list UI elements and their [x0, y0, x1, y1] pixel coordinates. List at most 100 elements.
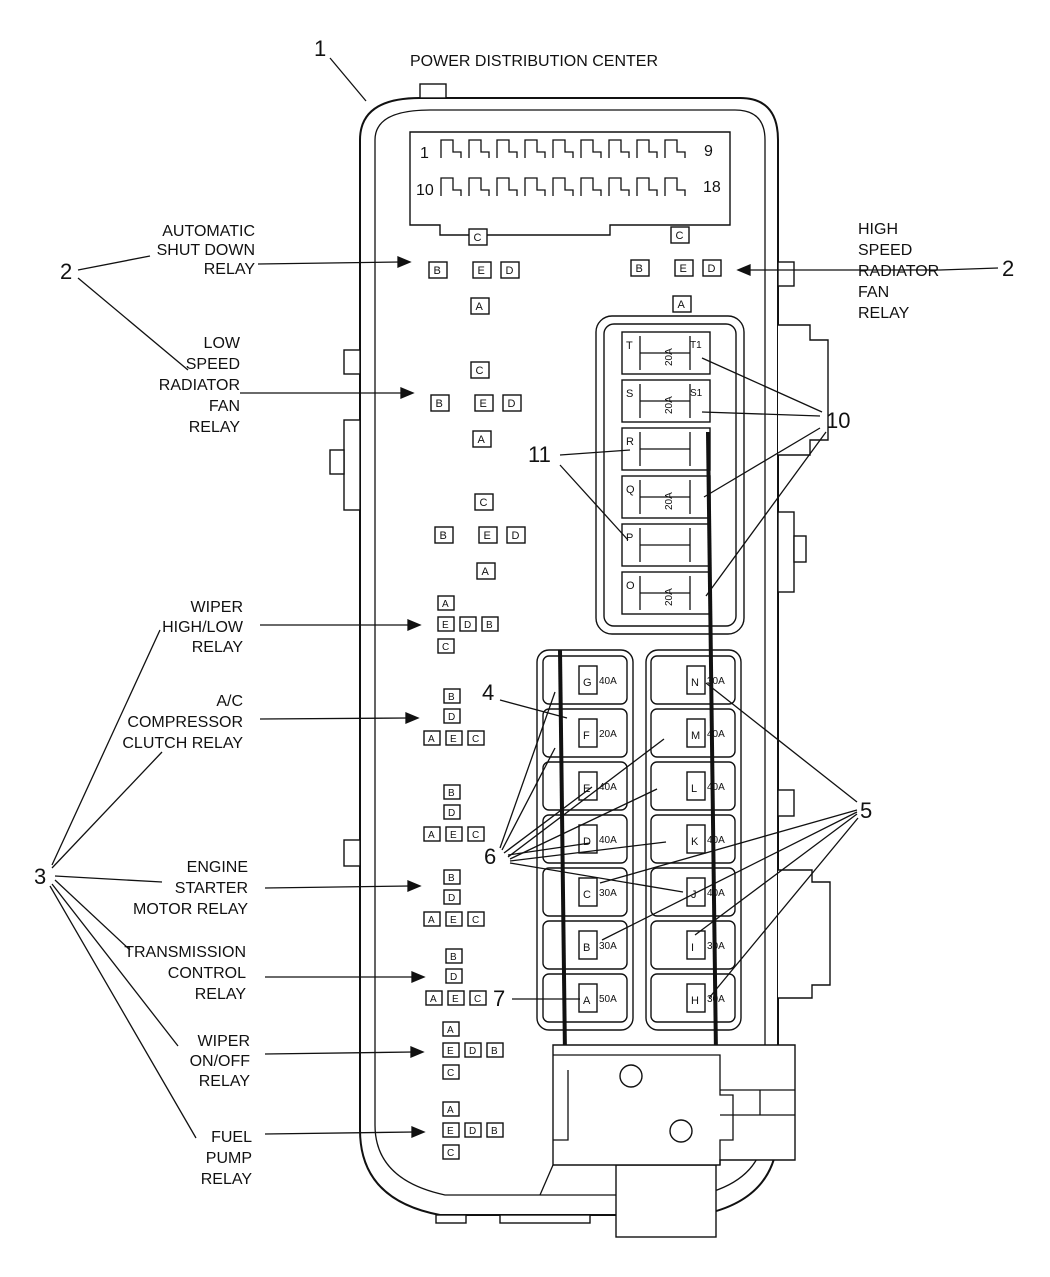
terminal-icon [434, 526, 454, 544]
relay-label-line: SPEED [186, 356, 240, 373]
maxi-fuse-rating: 40A [599, 782, 617, 793]
maxi-fuse-icon [578, 930, 598, 960]
maxi-fuse-rating: 20A [599, 729, 617, 740]
mini-fuse-sub: S1 [690, 388, 703, 399]
terminal-icon [443, 869, 461, 885]
maxi-fuse-id: J [691, 889, 697, 901]
terminal-icon [670, 226, 690, 244]
terminal-label: A [442, 599, 449, 610]
terminal-label: B [636, 263, 643, 275]
terminal-label: A [430, 994, 437, 1005]
relay-label-line: TRANSMISSION [124, 944, 246, 961]
terminal-icon [500, 261, 520, 279]
terminal-icon [478, 526, 498, 544]
relay-terminal: E [478, 526, 498, 544]
mini-fuse-icon [639, 480, 691, 514]
relay-terminal: C [468, 228, 488, 246]
terminal-label: C [474, 232, 482, 244]
terminal-label: C [476, 365, 484, 377]
terminal-icon [472, 261, 492, 279]
terminal-icon [423, 911, 441, 927]
maxi-fuse-id: I [691, 942, 694, 954]
maxi-fuse-icon [686, 771, 706, 801]
terminal-label: D [506, 265, 514, 277]
relay-label-line: RELAY [204, 261, 256, 278]
terminal-label: D [512, 530, 520, 542]
terminal-label: C [447, 1148, 454, 1159]
maxi-fuse-icon [686, 665, 706, 695]
callout-2-left: 2 [60, 259, 72, 284]
terminal-icon [467, 730, 485, 746]
terminal-icon [502, 394, 522, 412]
terminal-icon [476, 562, 496, 580]
maxi-fuse-icon [578, 877, 598, 907]
relay-label-line: ENGINE [187, 859, 248, 876]
relay-terminal: A [672, 295, 692, 313]
relay-terminal: D [464, 1042, 482, 1058]
mini-fuse-rating: 20A [664, 492, 675, 510]
relay-terminal: C [470, 361, 490, 379]
maxi-fuse-id: L [691, 783, 697, 795]
terminal-label: B [448, 788, 455, 799]
terminal-label: B [440, 530, 447, 542]
terminal-label: A [428, 830, 435, 841]
relay-label-line: SHUT DOWN [157, 242, 255, 259]
maxi-fuse-rating: 40A [707, 835, 725, 846]
relay-terminal: E [445, 911, 463, 927]
maxi-fuse-id: B [583, 942, 590, 954]
relay-label-line: LOW [204, 335, 241, 352]
relay-label-line: RADIATOR [858, 263, 939, 280]
relay-terminal: A [442, 1101, 460, 1117]
terminal-label: A [478, 434, 486, 446]
terminal-icon [468, 228, 488, 246]
terminal-label: B [448, 692, 455, 703]
terminal-label: B [450, 952, 457, 963]
relay-terminal: E [472, 261, 492, 279]
callout-11: 11 [528, 442, 551, 467]
connector-pin-icon [496, 139, 518, 158]
relay-terminal: C [469, 990, 487, 1006]
relay-terminal: C [467, 911, 485, 927]
mounting-stud-icon [669, 1119, 693, 1143]
terminal-icon [506, 526, 526, 544]
connector-pin-icon [440, 139, 462, 158]
terminal-label: C [480, 497, 488, 509]
terminal-label: B [491, 1126, 498, 1137]
terminal-icon [443, 688, 461, 704]
terminal-icon [702, 259, 722, 277]
terminal-label: A [428, 915, 435, 926]
connector-pin-icon [608, 139, 630, 158]
connector-pins [440, 139, 686, 196]
relay-terminal: A [437, 595, 455, 611]
relay-terminal: D [506, 526, 526, 544]
terminal-label: D [469, 1046, 476, 1057]
terminal-label: D [448, 712, 455, 723]
callout-1: 1 [314, 36, 326, 61]
relay-label-line: PUMP [206, 1150, 252, 1167]
relay-label-line: MOTOR RELAY [133, 901, 248, 918]
mini-fuse-id: R [626, 436, 634, 448]
relay-terminal: D [464, 1122, 482, 1138]
relay-terminal: A [470, 297, 490, 315]
mini-fuse-icon [639, 336, 691, 370]
maxi-fuse-rating: 40A [707, 729, 725, 740]
relay-label-line: FUEL [211, 1129, 252, 1146]
terminal-icon [464, 1042, 482, 1058]
relay-label-line: FAN [858, 284, 889, 301]
terminal-label: E [447, 1046, 454, 1057]
terminal-icon [437, 595, 455, 611]
terminal-icon [459, 616, 477, 632]
terminal-label: E [442, 620, 449, 631]
relay-terminal: D [443, 889, 461, 905]
relay-terminal: B [430, 394, 450, 412]
terminal-icon [442, 1042, 460, 1058]
terminal-label: C [472, 830, 479, 841]
